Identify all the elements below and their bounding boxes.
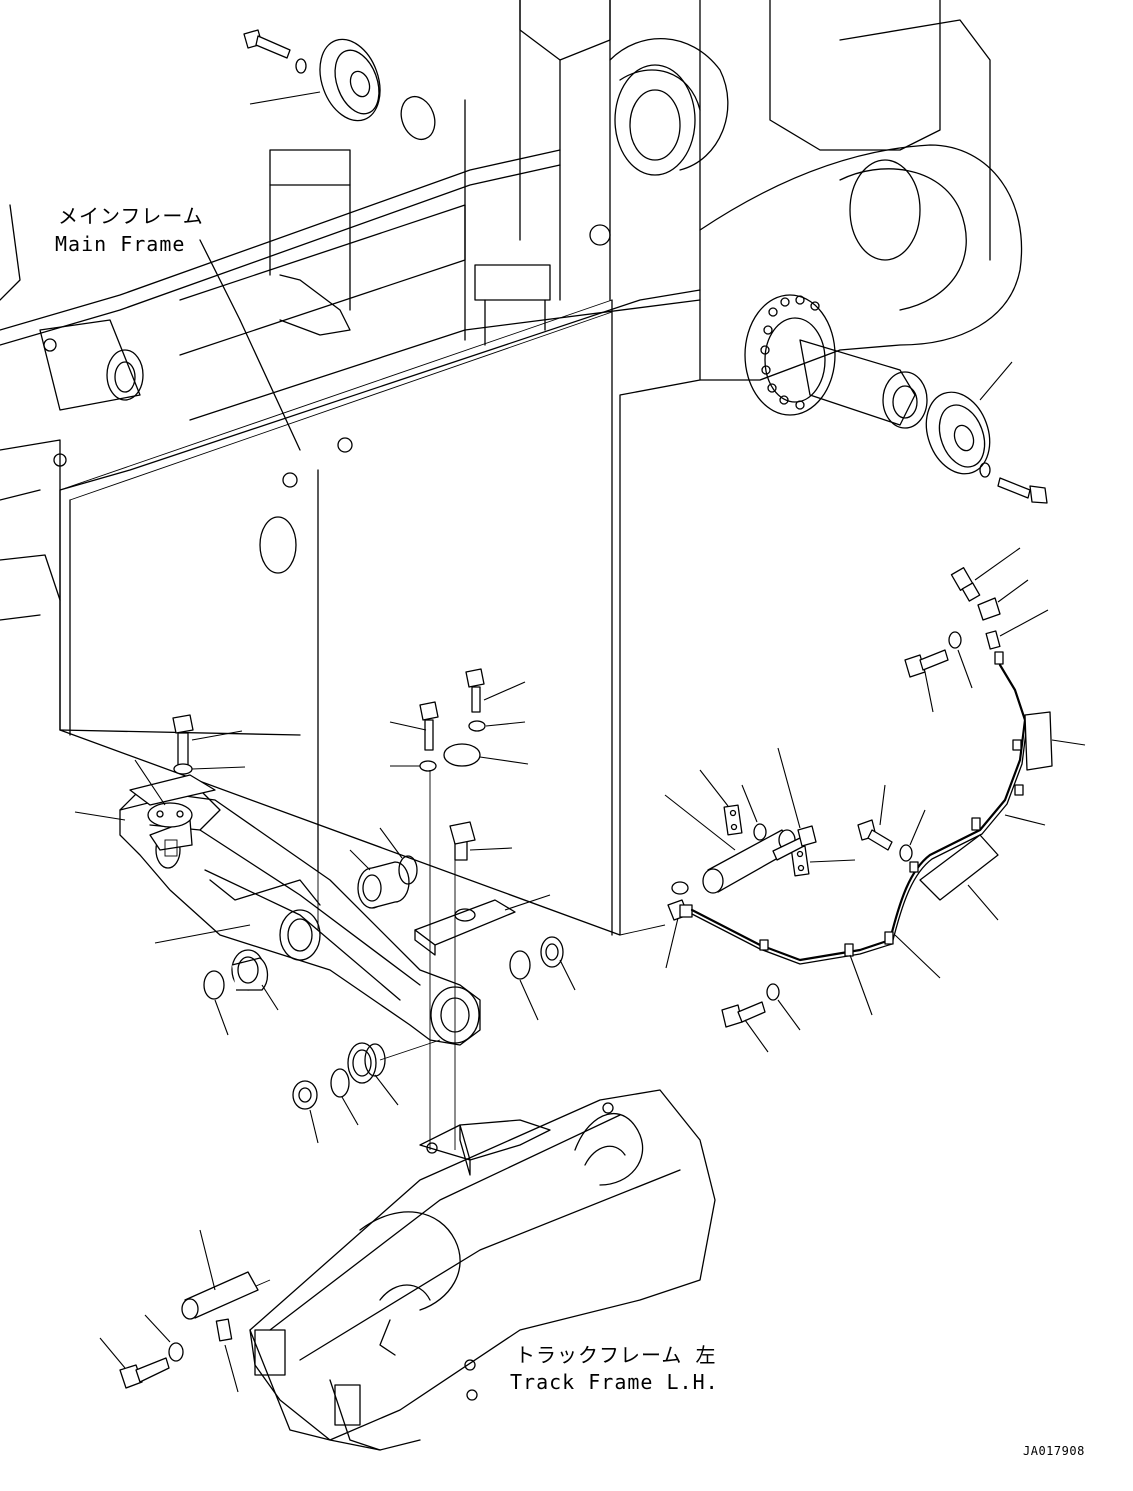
bolt-harness-upper (904, 649, 949, 713)
snap-ring-upper (379, 827, 418, 885)
washer-harness-upper (948, 631, 973, 689)
trunnion-cap-left (249, 38, 436, 141)
seal-right (540, 936, 576, 991)
plate-pin-2 (790, 845, 856, 877)
cover-plate-mid (443, 743, 529, 767)
main-frame-casting (0, 0, 1023, 936)
seal-bottom-outer (292, 1080, 319, 1144)
track-frame-label-en: Track Frame L.H. (510, 1370, 719, 1394)
washer-pin (741, 784, 767, 841)
bolt-cap-left (243, 29, 307, 74)
bolt-cap-right (979, 462, 1048, 504)
leader-clamp-lower (849, 954, 873, 1016)
bushing-upper (349, 849, 410, 909)
cap-plate-left (134, 759, 193, 828)
harness-tag-upper (1024, 711, 1086, 771)
bolt-mid-2 (465, 668, 526, 732)
seal-bottom (347, 1042, 399, 1106)
sensor-upper (950, 547, 1021, 602)
snap-ring-right (509, 950, 539, 1021)
leader-harness-clamp (894, 934, 941, 979)
drawing-code: JA017908 (1023, 1444, 1085, 1458)
grease-fitting (449, 821, 513, 861)
washer-harness-lower (766, 983, 801, 1031)
leader-harness (1004, 814, 1046, 826)
track-frame (249, 1089, 716, 1451)
equalizer-bar (74, 774, 481, 1046)
bolt-pad-left (172, 714, 246, 775)
bushing-lower (231, 949, 279, 1011)
bolt-harness-lower (721, 1001, 769, 1053)
main-frame-label-jp: メインフレーム (58, 204, 204, 228)
wire-harness (690, 663, 1028, 965)
pin-track-frame (181, 1229, 259, 1320)
sensor-fitting-lower (665, 881, 693, 969)
plate-pin-1 (699, 769, 743, 836)
bolt-track-frame (99, 1337, 170, 1389)
snap-ring-bottom (330, 1068, 359, 1126)
clamp-upper (977, 579, 1029, 621)
plate-track-frame (215, 1318, 239, 1393)
washer-track-frame (144, 1314, 184, 1362)
bolt-mid-1 (389, 701, 439, 772)
bolt-harness-mid (857, 784, 893, 851)
snap-ring-lower-left (203, 970, 229, 1036)
trunnion-cap-right (925, 361, 1013, 475)
connector-upper (985, 609, 1049, 665)
plate-mid (414, 894, 551, 956)
main-frame-label-en: Main Frame (55, 232, 186, 256)
bolt-pin (772, 747, 817, 861)
track-frame-label-jp: トラックフレーム 左 (515, 1343, 717, 1367)
washer-harness-mid (899, 809, 926, 862)
harness-tag-lower (919, 834, 999, 921)
